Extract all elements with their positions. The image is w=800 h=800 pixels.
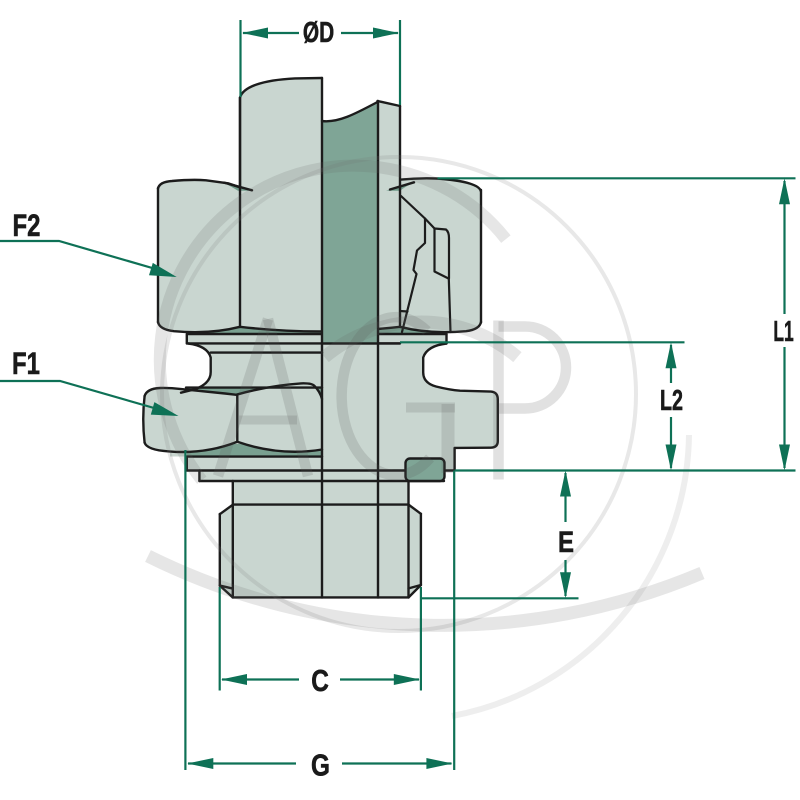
svg-text:G: G [311, 748, 330, 782]
svg-text:L2: L2 [660, 385, 683, 417]
svg-text:F2: F2 [13, 208, 41, 243]
svg-text:L1: L1 [773, 316, 793, 349]
svg-text:F1: F1 [12, 346, 40, 381]
svg-text:C: C [311, 663, 329, 697]
svg-text:ØD: ØD [303, 17, 334, 49]
svg-text:E: E [558, 524, 574, 558]
